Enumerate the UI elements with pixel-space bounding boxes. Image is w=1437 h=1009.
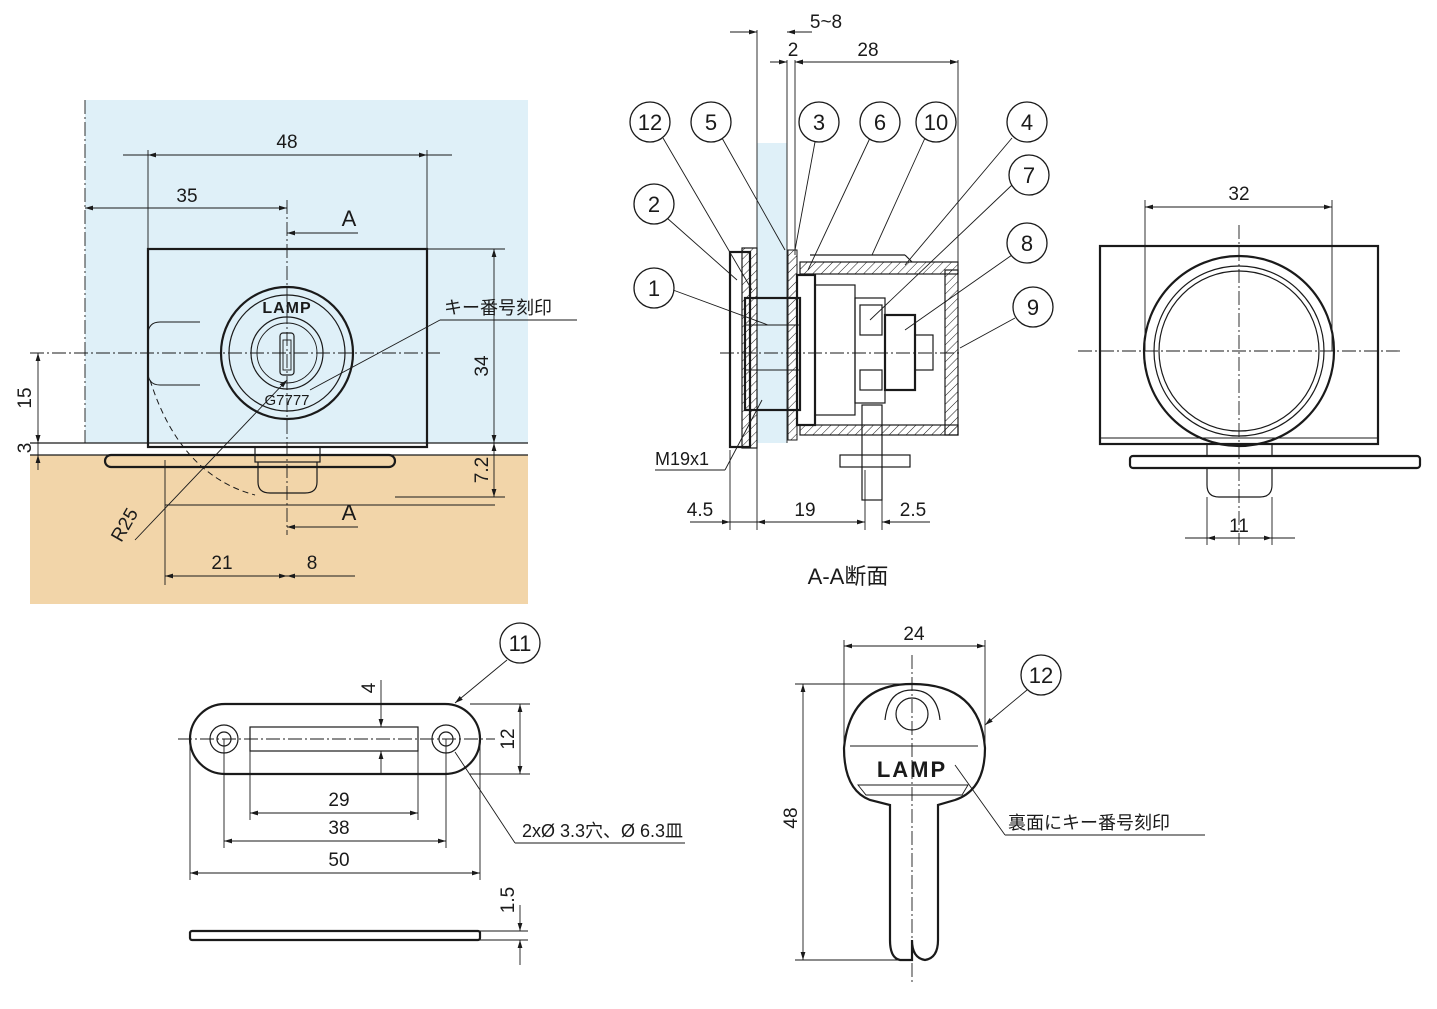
svg-text:3: 3 xyxy=(813,110,825,135)
balloon-8: 8 xyxy=(904,222,1048,331)
section-glass xyxy=(757,143,787,443)
section-view: 5~8 2 28 4.5 19 2.5 M19x1 A-A断面 12 5 xyxy=(629,12,1054,589)
svg-text:9: 9 xyxy=(1027,295,1039,320)
section-mark-a-bottom: A xyxy=(342,500,357,525)
balloon-3: 3 xyxy=(794,101,840,251)
dim-2-top: 2 xyxy=(788,40,799,61)
svg-text:6: 6 xyxy=(874,110,886,135)
svg-text:8: 8 xyxy=(1021,231,1033,256)
cylinder-brand: LAMP xyxy=(262,300,311,317)
cylinder-outer xyxy=(219,285,355,421)
balloon-10: 10 xyxy=(871,101,957,256)
svg-text:5: 5 xyxy=(705,110,717,135)
dim-28: 28 xyxy=(857,40,878,61)
dim-19: 19 xyxy=(794,500,815,521)
dim-48: 48 xyxy=(276,132,297,153)
key-brand: LAMP xyxy=(877,757,947,782)
svg-text:12: 12 xyxy=(638,110,662,135)
dim-38: 38 xyxy=(328,818,349,839)
dim-21: 21 xyxy=(211,553,232,574)
section-caption: A-A断面 xyxy=(808,564,889,589)
key-dim-24: 24 xyxy=(903,624,925,645)
dim-8: 8 xyxy=(307,553,318,574)
section-mark-a-top: A xyxy=(342,206,357,231)
callout-back-stamp: 裏面にキー番号刻印 xyxy=(1008,813,1170,833)
dim-15: 15 xyxy=(15,387,36,408)
dim-11: 11 xyxy=(1229,516,1249,537)
dim-4: 4 xyxy=(359,682,380,693)
dim-34: 34 xyxy=(472,355,493,377)
svg-text:12: 12 xyxy=(1029,663,1053,688)
balloon-1: 1 xyxy=(633,267,769,326)
side-view: 32 11 xyxy=(1078,184,1422,545)
hole-note: 2xØ 3.3穴、Ø 6.3皿 xyxy=(522,821,683,841)
dim-7-2: 7.2 xyxy=(472,457,493,483)
dim-4-5: 4.5 xyxy=(687,500,713,521)
dim-5-8: 5~8 xyxy=(810,12,842,33)
thread-label: M19x1 xyxy=(655,449,709,469)
dim-3: 3 xyxy=(15,443,36,454)
svg-text:7: 7 xyxy=(1023,163,1035,188)
strike-plate-view: 4 12 29 38 50 2xØ 3.3穴、Ø 6.3皿 11 1.5 xyxy=(178,622,685,965)
dim-12: 12 xyxy=(498,728,519,749)
svg-text:10: 10 xyxy=(924,110,948,135)
dim-29: 29 xyxy=(328,790,349,811)
wood-panel xyxy=(30,455,528,604)
callout-key-number: キー番号刻印 xyxy=(444,298,552,318)
balloon-6: 6 xyxy=(807,101,901,271)
balloon-7: 7 xyxy=(869,154,1050,321)
dim-35: 35 xyxy=(176,186,197,207)
dim-2-5: 2.5 xyxy=(900,500,926,521)
key-view: LAMP 24 48 12 裏面にキー番号刻印 xyxy=(781,624,1205,985)
balloon-11: 11 xyxy=(454,622,541,704)
balloon-12: 12 xyxy=(629,101,753,291)
front-view: LAMP G7777 48 35 A 34 7.2 15 xyxy=(15,100,577,604)
svg-text:1: 1 xyxy=(648,276,660,301)
dim-50: 50 xyxy=(328,850,349,871)
key-dim-48: 48 xyxy=(781,807,802,828)
balloon-4: 4 xyxy=(904,101,1048,266)
svg-text:11: 11 xyxy=(509,631,532,656)
balloon-5: 5 xyxy=(690,101,786,251)
svg-text:2: 2 xyxy=(648,192,660,217)
balloon-12-key: 12 xyxy=(984,654,1062,726)
balloon-2: 2 xyxy=(633,183,738,281)
dim-1-5: 1.5 xyxy=(498,887,519,913)
dim-32: 32 xyxy=(1228,184,1249,205)
svg-text:4: 4 xyxy=(1021,110,1033,135)
balloon-9: 9 xyxy=(959,286,1054,349)
